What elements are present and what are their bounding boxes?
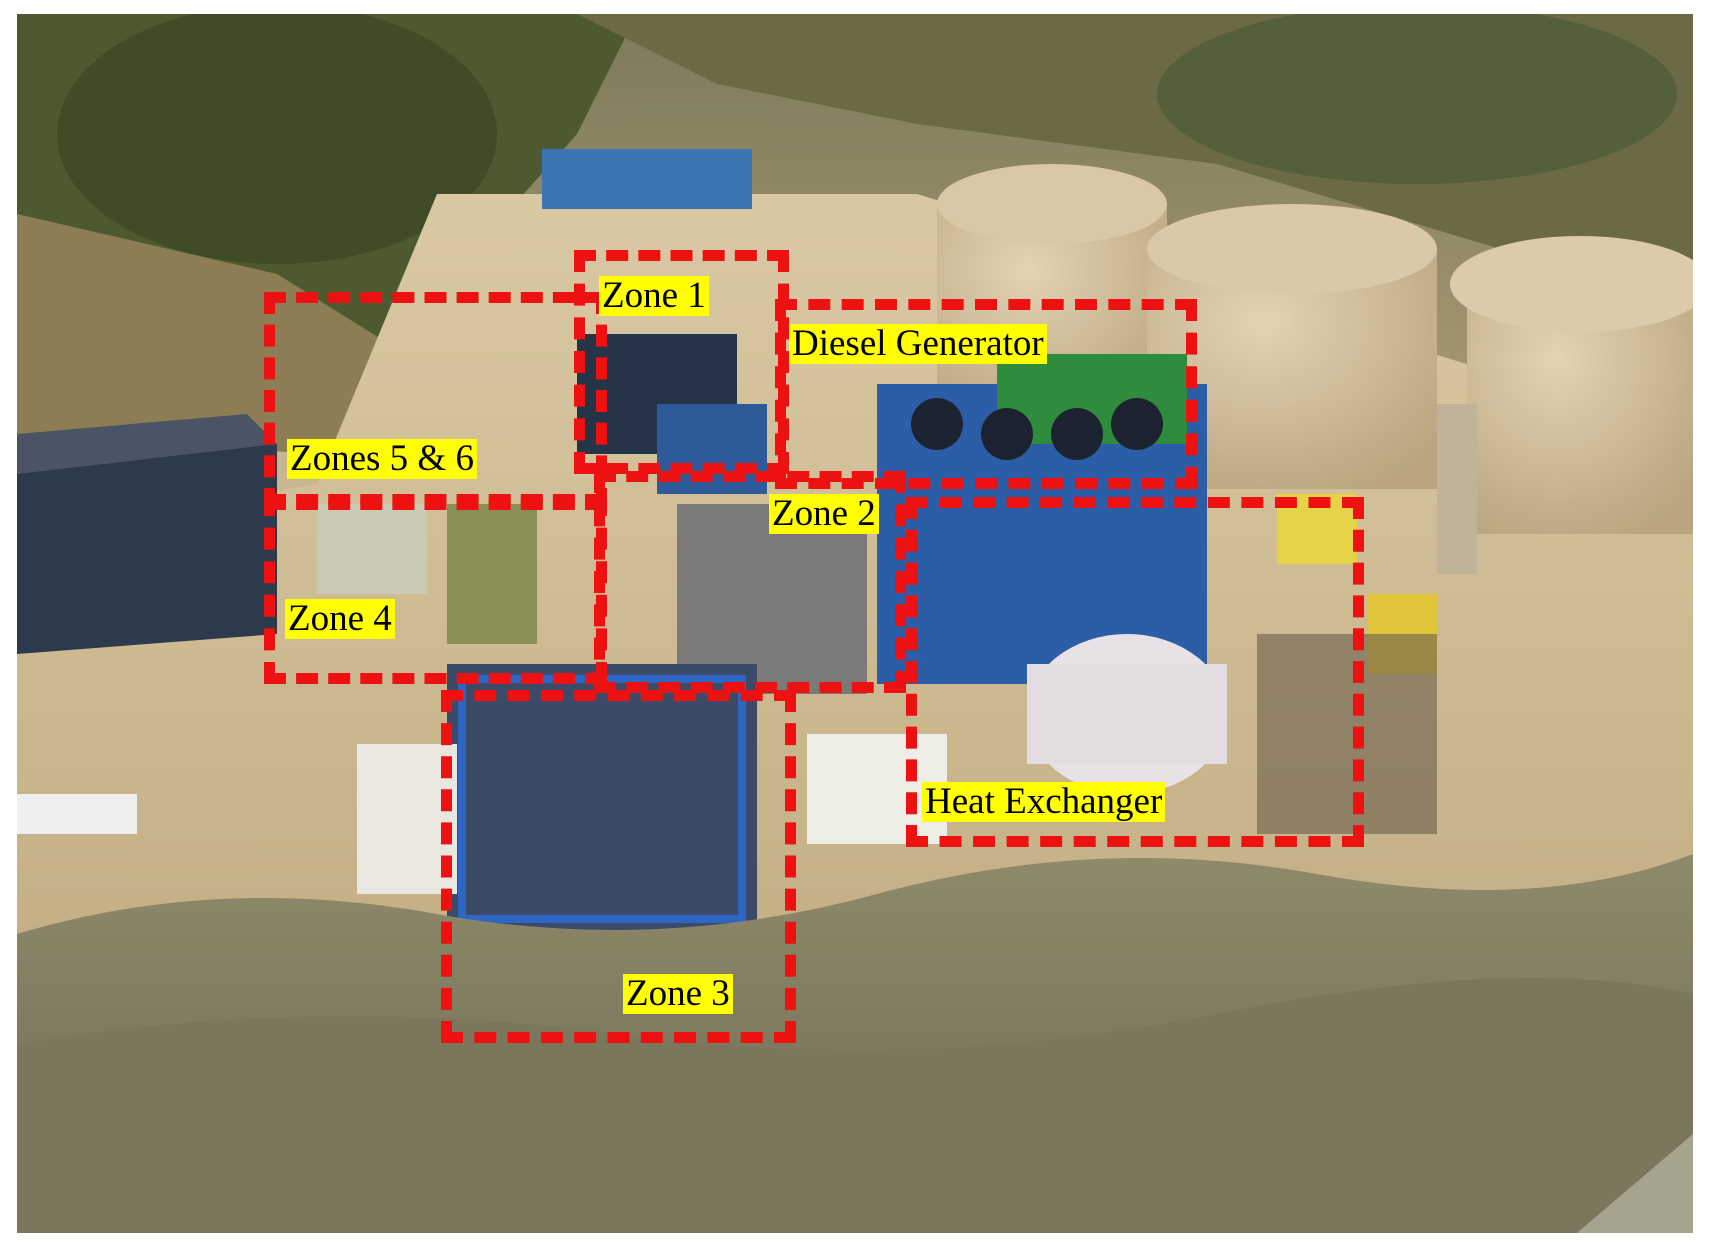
heat-exchanger-label: Heat Exchanger — [922, 782, 1166, 822]
diesel-generator-label: Diesel Generator — [789, 324, 1047, 364]
zone-4-label: Zone 4 — [285, 599, 395, 639]
zone-3-box — [441, 690, 796, 1043]
zone-4-box — [264, 494, 607, 684]
zone-3-label: Zone 3 — [623, 974, 733, 1014]
site-photo: Zone 1 Diesel Generator Zones 5 & 6 Zone… — [17, 14, 1693, 1233]
zone-2-label: Zone 2 — [769, 494, 879, 534]
zone-1-label: Zone 1 — [599, 276, 709, 316]
heat-exchanger-box — [906, 497, 1364, 847]
diesel-generator-box — [775, 299, 1197, 489]
zones-5-6-label: Zones 5 & 6 — [287, 439, 477, 479]
